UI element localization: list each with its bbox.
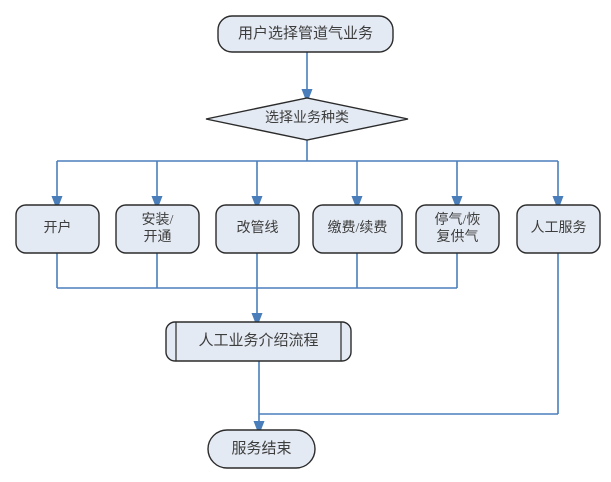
start-node-shape[interactable] bbox=[217, 15, 394, 53]
nodes bbox=[15, 15, 601, 469]
option-node-6-shape[interactable] bbox=[516, 204, 601, 254]
process-node-shape[interactable] bbox=[165, 321, 352, 362]
option-node-1-shape[interactable] bbox=[15, 204, 100, 254]
option-node-3-shape[interactable] bbox=[215, 204, 300, 254]
option-node-5-shape[interactable] bbox=[415, 204, 500, 254]
option-node-2-shape[interactable] bbox=[115, 204, 200, 254]
connectors bbox=[51, 52, 564, 436]
decision-node-shape[interactable] bbox=[205, 97, 409, 141]
end-node-shape[interactable] bbox=[207, 429, 316, 469]
option-node-4-shape[interactable] bbox=[312, 204, 403, 254]
